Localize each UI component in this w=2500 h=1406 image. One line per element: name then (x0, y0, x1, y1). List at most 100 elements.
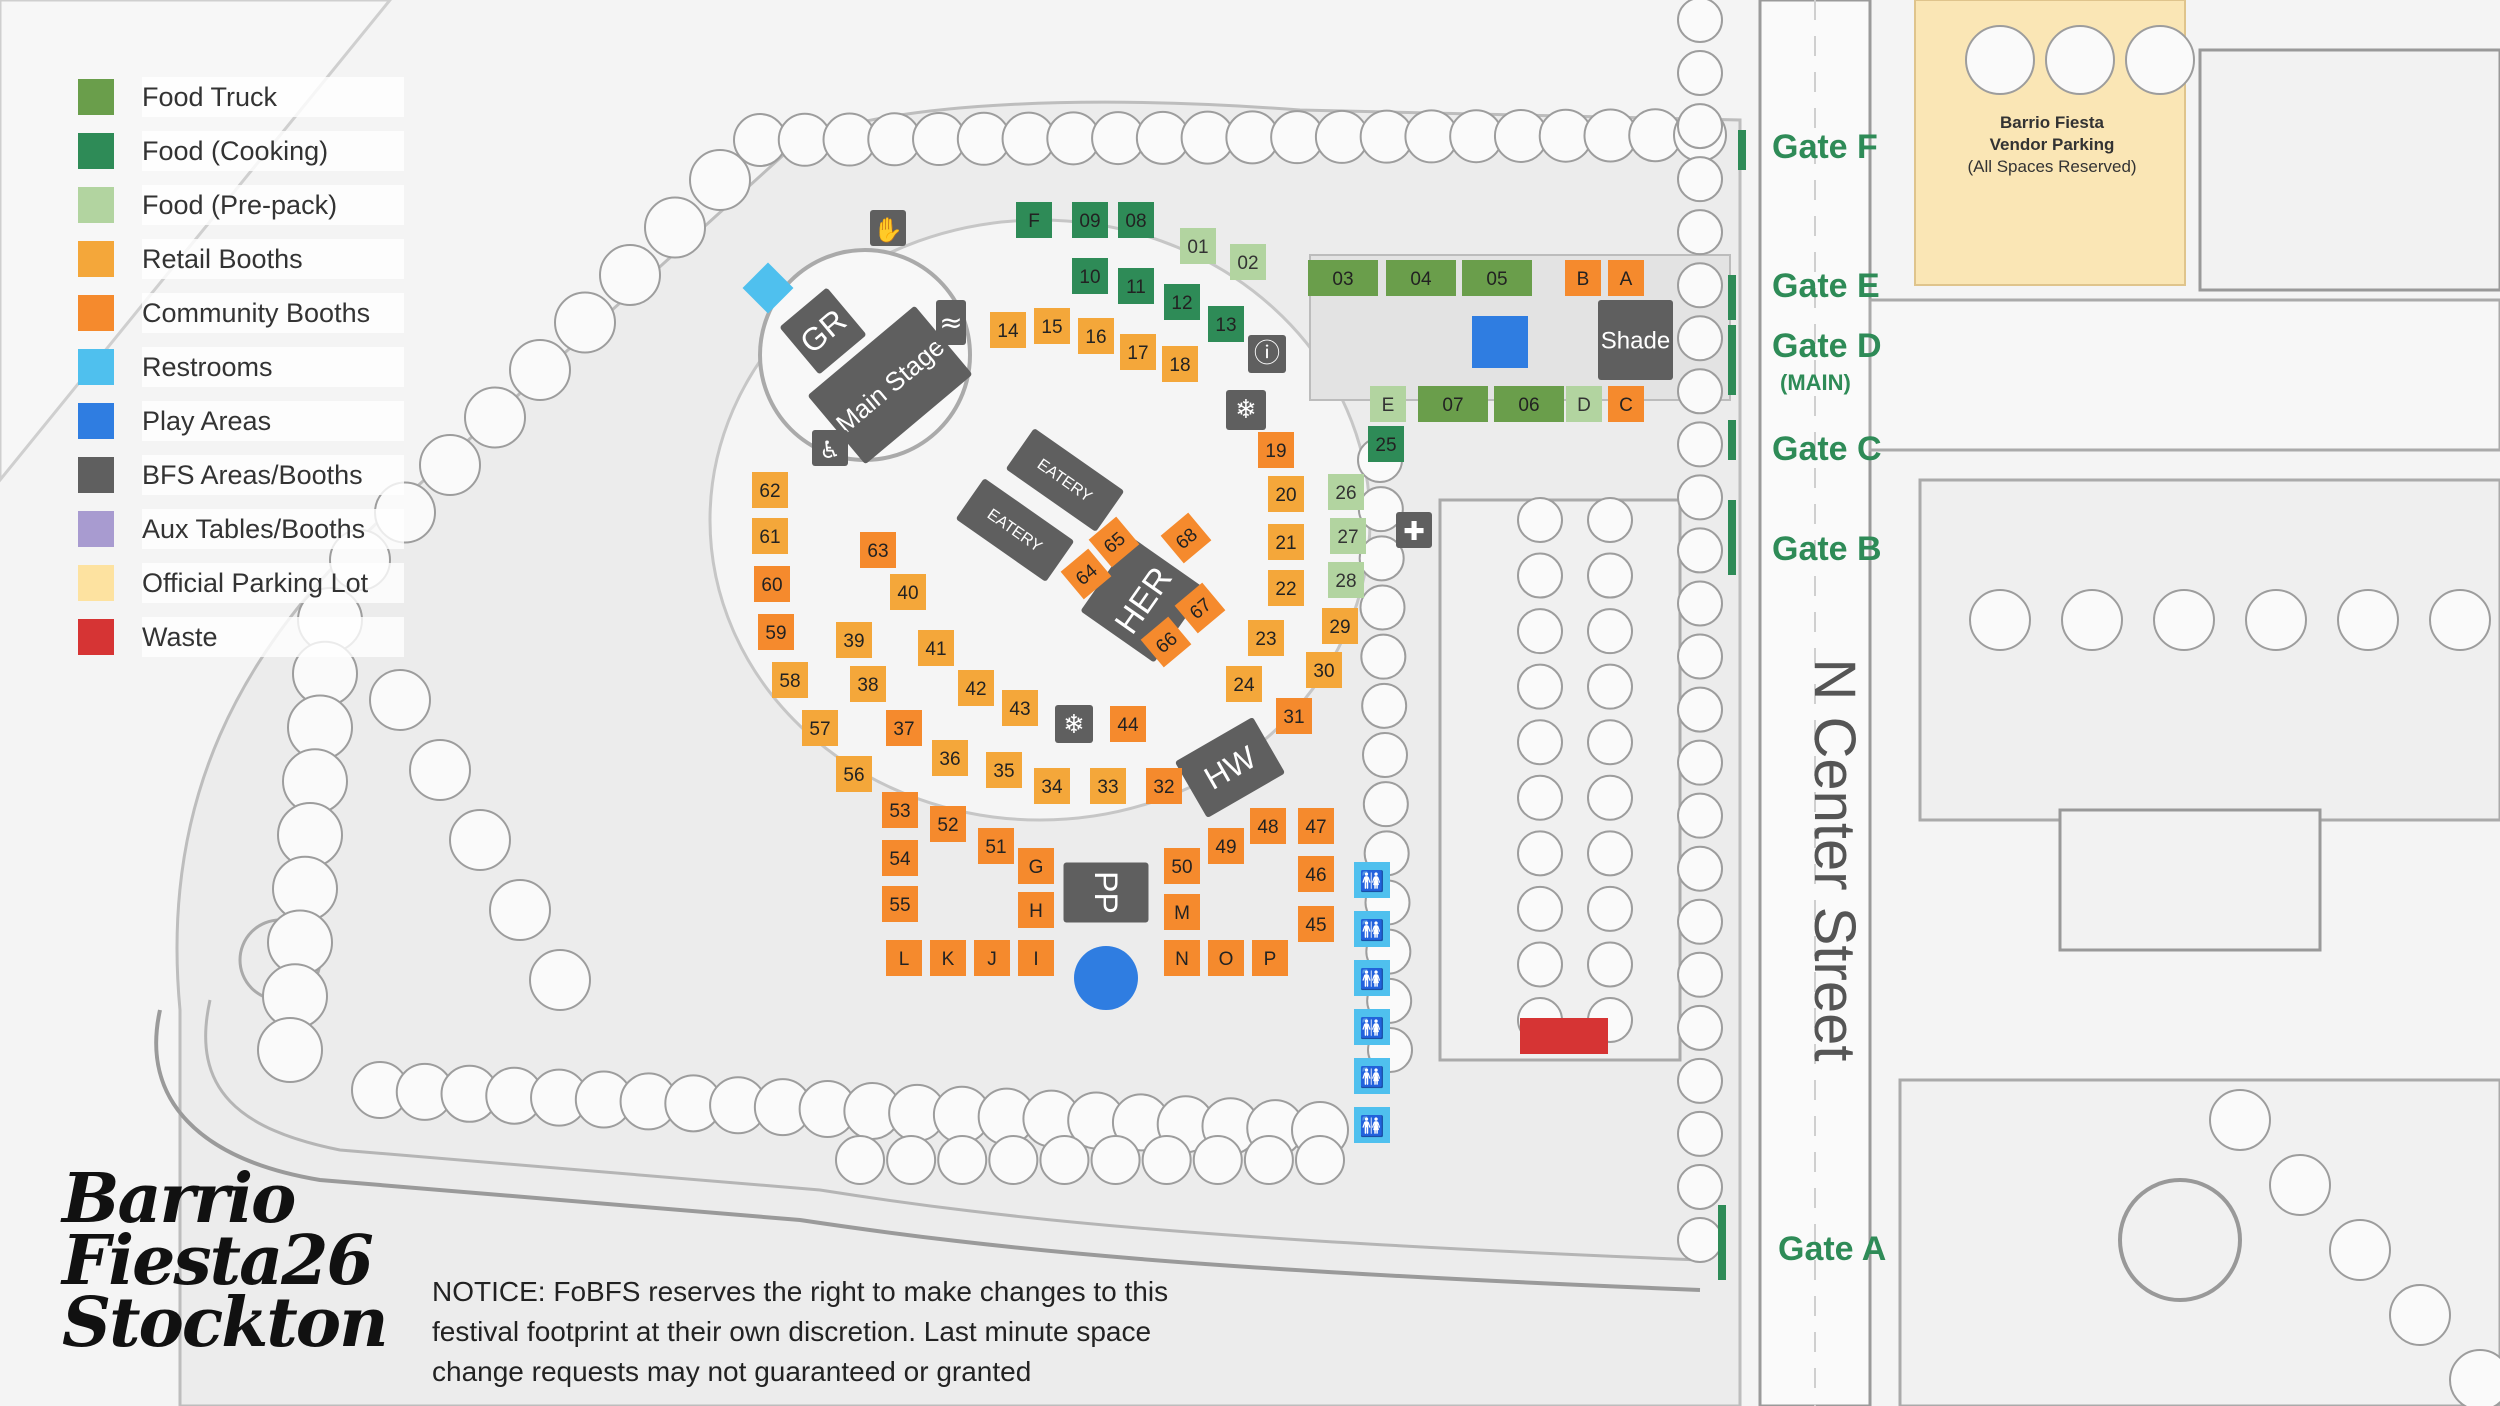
booth-10: 10 (1072, 258, 1108, 294)
booth-label: F (1028, 211, 1040, 232)
booth-label: H (1029, 901, 1043, 922)
booth-label: 31 (1283, 707, 1304, 728)
booth-54: 54 (882, 840, 918, 876)
booth-label: 55 (889, 895, 910, 916)
logo-line-2: Fiesta26 (62, 1221, 374, 1301)
booth-label: A (1620, 269, 1633, 290)
booth-label: 35 (993, 761, 1014, 782)
legend-swatch (78, 403, 114, 439)
booth-67: 67 (1174, 582, 1226, 634)
booth-label: 49 (1215, 837, 1236, 858)
legend-label: Aux Tables/Booths (142, 509, 404, 549)
booth-label: 60 (761, 575, 782, 596)
booth-label: 13 (1215, 315, 1236, 336)
booth-label: 53 (889, 801, 910, 822)
booth-label: 18 (1169, 355, 1190, 376)
booth-label: I (1033, 949, 1038, 970)
gate-d-label: Gate D (1772, 327, 1882, 365)
legend-item: Food (Cooking) (70, 129, 410, 183)
booth-68: 68 (1160, 512, 1212, 564)
booth-27: 27 (1330, 518, 1366, 554)
booth-label: 16 (1085, 327, 1106, 348)
booth-52: 52 (930, 806, 966, 842)
booth-35: 35 (986, 752, 1022, 788)
booth-label: 58 (779, 671, 800, 692)
legend-item: Restrooms (70, 345, 410, 399)
gray-small-1 (870, 210, 906, 246)
booth-62: 62 (752, 472, 788, 508)
booth-43: 43 (1002, 690, 1038, 726)
booth-label: 30 (1313, 661, 1334, 682)
street-name-label: N Center Street (1802, 659, 1867, 1062)
logo-line-1: Barrio (62, 1159, 296, 1239)
booth-44: 44 (1110, 706, 1146, 742)
waterfront-edge-inner (204, 999, 1701, 1262)
water-icon: ≈ (939, 306, 962, 339)
booth-55: 55 (882, 886, 918, 922)
plaza-fountain (2118, 1178, 2242, 1302)
legend-item: Play Areas (70, 399, 410, 453)
gate-f-label: Gate F (1772, 128, 1878, 166)
restroom-unit: 🚻 (1354, 911, 1390, 947)
booth-label: 52 (937, 815, 958, 836)
booth-label: O (1219, 949, 1234, 970)
booth-o: O (1208, 940, 1244, 976)
restroom-stage (742, 262, 794, 314)
legend-label: Play Areas (142, 401, 404, 441)
booth-label: 54 (889, 849, 911, 870)
booth-label: 23 (1255, 629, 1276, 650)
booth-j: J (974, 940, 1010, 976)
booth-50: 50 (1164, 848, 1200, 884)
booth-label: 19 (1265, 441, 1286, 462)
booth-07: 07 (1418, 386, 1488, 422)
legend-swatch (78, 241, 114, 277)
logo-line-3: Stockton (62, 1283, 389, 1363)
booth-05: 05 (1462, 260, 1532, 296)
booth-label: 02 (1237, 253, 1258, 274)
hand-icon: ✋ (873, 216, 903, 244)
svg-text:🚻: 🚻 (1360, 918, 1385, 942)
east-building (2058, 808, 2322, 952)
restroom-unit: 🚻 (1354, 1058, 1390, 1094)
snowflake-icon: ❄ (1235, 395, 1257, 425)
notice-line-3: change requests may not guaranteed or gr… (432, 1356, 1032, 1387)
booth-15: 15 (1034, 308, 1070, 344)
gate-c-marker (1728, 420, 1736, 460)
restroom-unit: 🚻 (1354, 1009, 1390, 1045)
booth-39: 39 (836, 622, 872, 658)
booth-08: 08 (1118, 202, 1154, 238)
gate-d-main-label: (MAIN) (1780, 370, 1851, 395)
first-aid-icon: ✚ (1403, 517, 1425, 547)
barrio-fiesta-logo: Barrio Fiesta26 Stockton (62, 1159, 422, 1363)
booth-label: 15 (1041, 317, 1062, 338)
booth-a: A (1608, 260, 1644, 296)
legend-swatch (78, 79, 114, 115)
booth-g: G (1018, 848, 1054, 884)
booth-label: 17 (1127, 343, 1148, 364)
booth-36: 36 (932, 740, 968, 776)
booth-label: 62 (759, 481, 780, 502)
booth-11: 11 (1118, 268, 1154, 304)
eatery-1: EATERY (1006, 429, 1124, 531)
accessibility-icon: ♿ (819, 436, 841, 464)
legend-swatch (78, 511, 114, 547)
booth-29: 29 (1322, 608, 1358, 644)
booth-25: 25 (1368, 426, 1404, 462)
booth-label: 25 (1375, 435, 1396, 456)
booth-label: 47 (1305, 817, 1326, 838)
notice-line-2: festival footprint at their own discreti… (432, 1316, 1152, 1347)
booth-label: 11 (1126, 277, 1146, 298)
booth-label: C (1619, 395, 1633, 416)
svg-text:🚻: 🚻 (1360, 869, 1385, 893)
booth-label: 36 (939, 749, 960, 770)
booth-label: 09 (1079, 211, 1100, 232)
legend-label: Retail Booths (142, 239, 404, 279)
booth-16: 16 (1078, 318, 1114, 354)
booth-i: I (1018, 940, 1054, 976)
booth-49: 49 (1208, 828, 1244, 864)
booth-58: 58 (772, 662, 808, 698)
booth-13: 13 (1208, 306, 1244, 342)
booth-label: 20 (1275, 485, 1296, 506)
